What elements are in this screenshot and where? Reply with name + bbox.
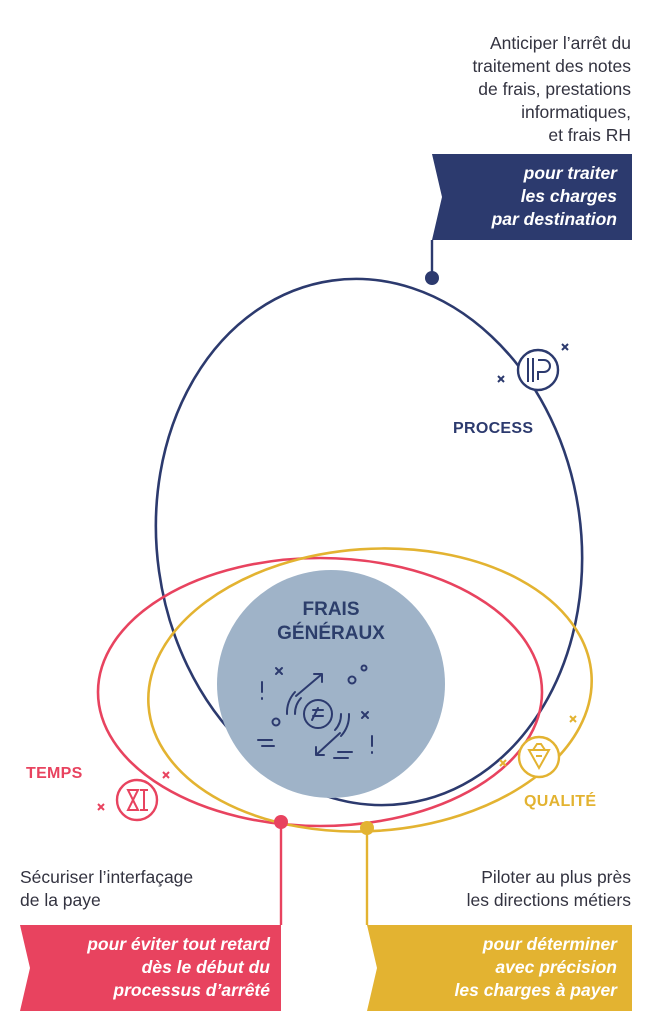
process-flag-text: pour traiter les charges par destination [437,162,617,231]
hourglass-icon [97,771,170,822]
process-dot [425,271,439,285]
qualite-dot [360,821,374,835]
process-description-line: de frais, prestations [478,79,631,99]
qualite-flag-shape [367,925,632,1011]
process-gear-icon [497,343,569,392]
temps-flag-line: dès le début du [141,957,270,977]
temps-dot [274,815,288,829]
temps-description-line: de la paye [20,890,101,910]
process-label: PROCESS [453,420,534,437]
process-description: Anticiper l’arrêt du traitement des note… [331,32,631,147]
process-flag-shape [432,154,632,240]
qualite-description-line: Piloter au plus près [481,867,631,887]
process-flag-line: par destination [491,209,617,229]
euro-exchange-icon [257,664,373,759]
qualite-flag-line: pour déterminer [482,934,617,954]
process-flag-line: pour traiter [523,163,617,183]
qualite-description: Piloter au plus près les directions méti… [371,866,631,912]
process-description-line: informatiques, [521,102,631,122]
center-title: FRAIS GÉNÉRAUX [231,598,431,646]
temps-description: Sécuriser l’interfaçage de la paye [20,866,280,912]
center-title-line: FRAIS [302,599,360,620]
temps-description-line: Sécuriser l’interfaçage [20,867,194,887]
process-flag-line: les charges [520,186,617,206]
diamond-icon [499,715,577,779]
process-description-line: et frais RH [548,125,631,145]
center-title-line: GÉNÉRAUX [277,623,385,644]
process-description-line: traitement des notes [472,56,631,76]
process-description-line: Anticiper l’arrêt du [489,33,631,53]
temps-flag-shape [20,925,281,1011]
qualite-flag-line: avec précision [495,957,617,977]
qualite-description-line: les directions métiers [466,890,631,910]
qualite-flag-text: pour déterminer avec précision les charg… [387,933,617,1002]
temps-flag-text: pour éviter tout retard dès le début du … [30,933,270,1002]
qualite-label: QUALITÉ [524,793,597,810]
process-orbit [154,277,584,807]
center-circle [217,570,445,798]
qualite-flag-line: les charges à payer [454,980,617,1000]
qualite-orbit [147,547,593,833]
temps-flag-line: pour éviter tout retard [87,934,270,954]
temps-orbit [96,556,544,828]
temps-flag-line: processus d’arrêté [113,980,270,1000]
temps-label: TEMPS [26,765,83,782]
